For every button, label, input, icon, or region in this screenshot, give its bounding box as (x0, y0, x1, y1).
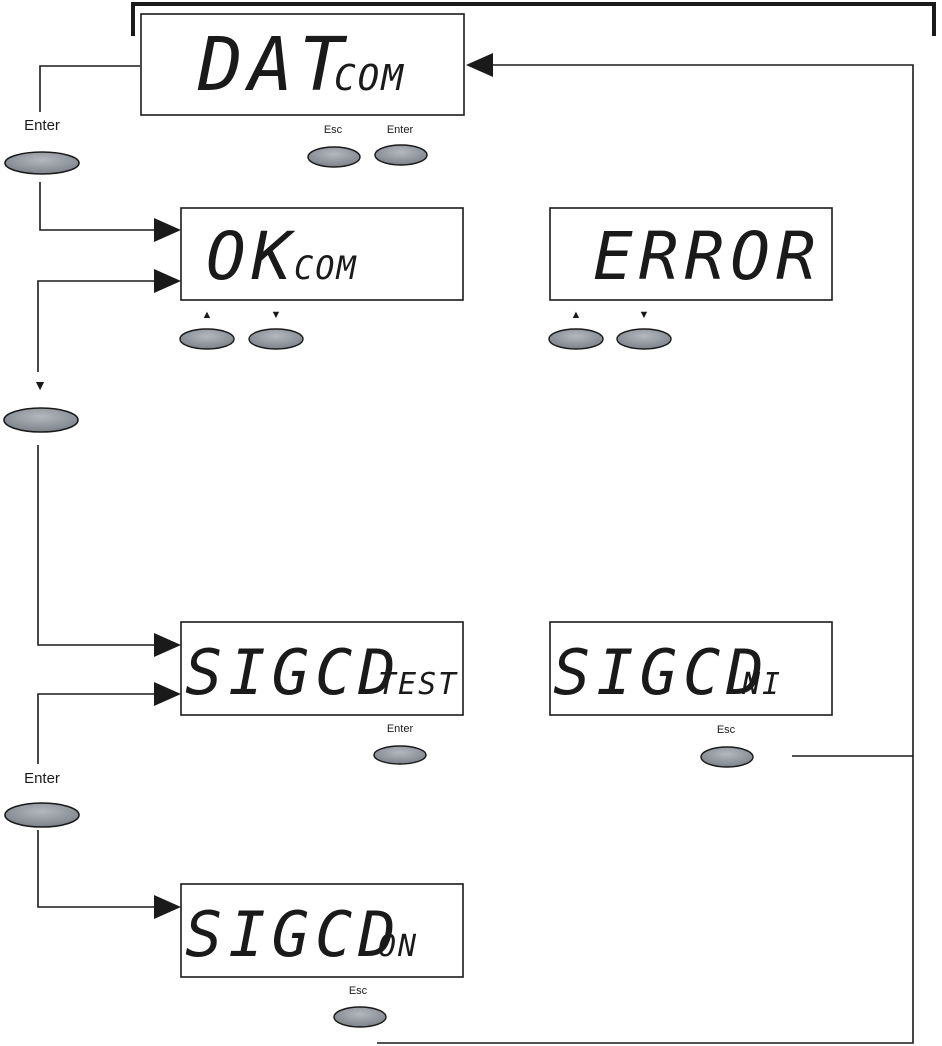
esc-label: Esc (324, 124, 343, 136)
enter-button-sigcd-test[interactable]: Enter (373, 723, 427, 765)
button-key[interactable] (374, 144, 428, 166)
button-key[interactable] (700, 746, 754, 768)
esc-button-sigcd-ni[interactable]: Esc (700, 724, 754, 768)
display-main-text: OK (206, 218, 297, 295)
display-main-text: ERROR (593, 218, 822, 295)
connectors (37, 64, 914, 1044)
arrow-into-sigcd-test-1 (154, 633, 181, 657)
arrow-into-sigcd-on (154, 895, 181, 919)
arrow-into-ok-2 (154, 269, 181, 293)
line-enter-to-ok (39, 182, 158, 231)
enter-label: Enter (387, 124, 414, 136)
up-arrow-icon: ▲ (571, 309, 582, 321)
esc-button-sigcd-on[interactable]: Esc (333, 985, 387, 1028)
esc-button-dat[interactable]: Esc (307, 124, 361, 168)
display-main-text: SIGCD (185, 636, 402, 709)
display-dat-com: DAT COM (140, 13, 465, 116)
button-key[interactable] (307, 146, 361, 168)
down-arrow-icon: ▼ (639, 309, 650, 321)
arrowheads (154, 53, 493, 919)
line-sigcd-test-to-enter (37, 693, 158, 764)
display-sigcd-ni: SIGCD NI (549, 621, 833, 716)
display-sub-text: COM (334, 58, 405, 99)
enter-button-step2[interactable]: Enter (4, 770, 80, 828)
line-ok-to-down (37, 280, 158, 372)
display-frame (549, 207, 833, 301)
button-key[interactable] (248, 328, 304, 350)
display-sub-text: ON (378, 929, 418, 964)
line-dat-to-enter (39, 65, 140, 112)
button-key[interactable] (4, 802, 80, 828)
button-key[interactable] (616, 328, 672, 350)
display-sigcd-test: SIGCD TEST (180, 621, 464, 716)
down-arrow-icon: ▼ (33, 377, 47, 393)
enter-label: Enter (24, 770, 60, 787)
up-button-ok[interactable]: ▲ (179, 309, 235, 350)
down-button-step[interactable]: ▼ (3, 377, 79, 433)
button-key[interactable] (548, 328, 604, 350)
line-enter-to-sigcd-on (37, 830, 158, 908)
display-sub-text: COM (294, 249, 358, 287)
display-sub-text: NI (741, 667, 782, 702)
display-main-text: DAT (197, 22, 350, 108)
esc-label: Esc (717, 724, 736, 736)
display-main-text: SIGCD (185, 898, 402, 971)
button-key[interactable] (373, 745, 427, 765)
up-button-error[interactable]: ▲ (548, 309, 604, 350)
down-arrow-icon: ▼ (271, 309, 282, 321)
button-key[interactable] (4, 151, 80, 175)
display-frame (180, 621, 464, 716)
line-return-right (377, 64, 914, 1044)
display-frame (180, 883, 464, 978)
button-key[interactable] (179, 328, 235, 350)
display-sub-text: TEST (378, 667, 458, 702)
display-sigcd-on: SIGCD ON (180, 883, 464, 978)
display-frame (549, 621, 833, 716)
button-key[interactable] (3, 407, 79, 433)
enter-label: Enter (24, 117, 60, 134)
arrow-into-dat (466, 53, 493, 77)
esc-label: Esc (349, 985, 368, 997)
down-button-error[interactable]: ▼ (616, 309, 672, 350)
display-frame (140, 13, 465, 116)
enter-button-step1[interactable]: Enter (4, 117, 80, 175)
line-down-to-sigcd-test (37, 445, 158, 646)
enter-label: Enter (387, 723, 414, 735)
arrow-into-ok-1 (154, 218, 181, 242)
enter-button-dat[interactable]: Enter (374, 124, 428, 166)
top-bracket (131, 2, 936, 36)
display-error: ERROR (549, 207, 833, 301)
up-arrow-icon: ▲ (202, 309, 213, 321)
button-key[interactable] (333, 1006, 387, 1028)
display-ok-com: OK COM (180, 207, 464, 301)
down-button-ok[interactable]: ▼ (248, 309, 304, 350)
display-frame (180, 207, 464, 301)
display-main-text: SIGCD (553, 636, 770, 709)
arrow-into-sigcd-test-2 (154, 682, 181, 706)
